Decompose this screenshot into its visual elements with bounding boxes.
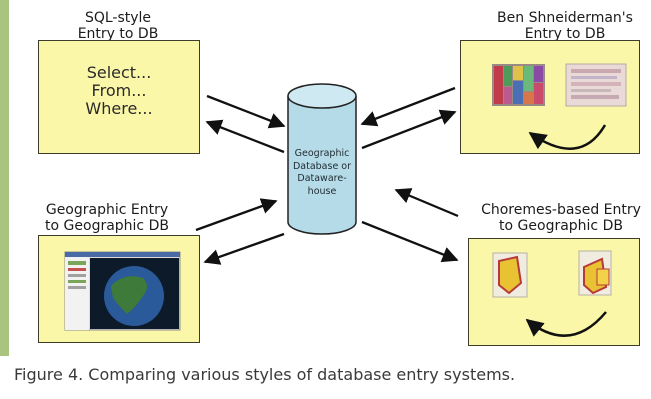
choreme-icons	[492, 250, 612, 298]
arrow-geographic-to-db	[195, 198, 278, 232]
database-label: Geographic Database or Dataware- house	[292, 148, 352, 197]
geographic-entry-box	[38, 235, 200, 343]
sql-entry-box: Select... From... Where...	[38, 40, 200, 154]
arrow-choremes-to-db	[394, 188, 459, 218]
choremes-entry-box	[468, 238, 640, 346]
curved-arrow-choremes	[525, 311, 607, 337]
curved-arrow-shneiderman	[528, 124, 607, 150]
arrow-db-to-shneiderman	[361, 109, 457, 150]
arrow-shneiderman-to-db	[360, 86, 456, 127]
arrow-db-to-geographic	[203, 232, 285, 265]
map-screenshot	[64, 251, 181, 331]
arrow-db-to-sql	[205, 119, 285, 154]
arrow-sql-to-db	[206, 94, 286, 129]
arrow-db-to-choremes	[361, 220, 459, 263]
figure-caption: Figure 4. Comparing various styles of da…	[14, 365, 516, 384]
shneiderman-entry-box	[460, 40, 640, 154]
visualization-thumbnails	[492, 63, 627, 107]
sql-query-text: Select... From... Where...	[85, 63, 153, 118]
database-cylinder	[287, 83, 357, 235]
side-accent-bar	[0, 0, 9, 356]
